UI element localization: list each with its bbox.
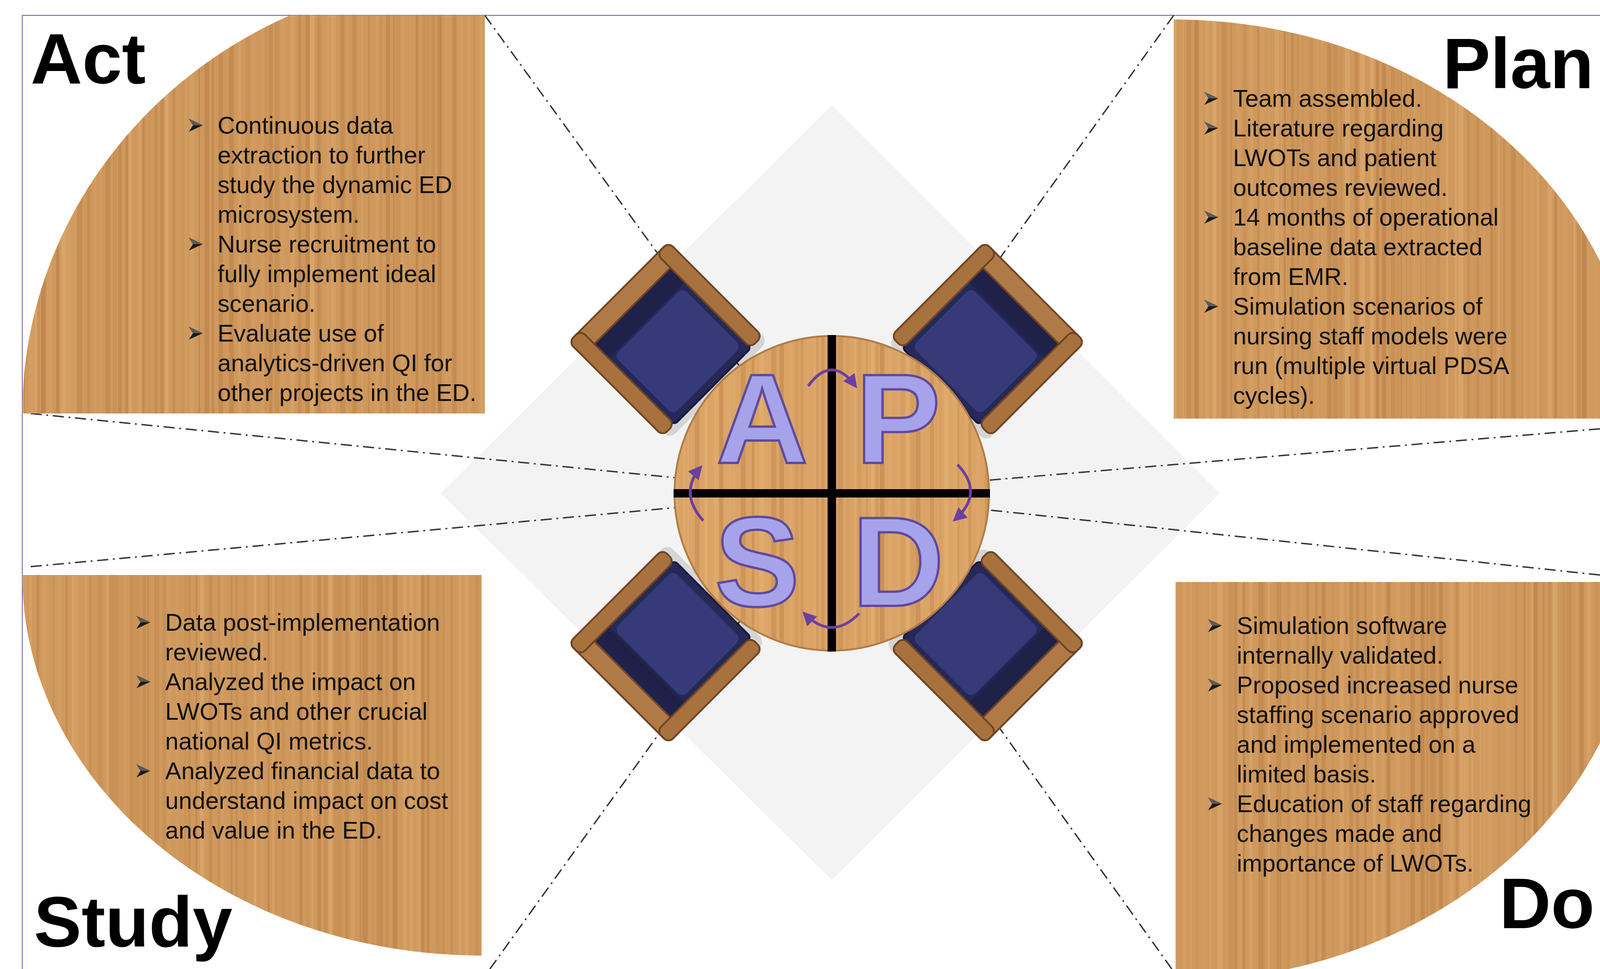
cycle-arrow [804,613,860,628]
bullet-item: Team assembled. [1233,83,1521,114]
bullet-text: Team assembled. [1233,83,1521,114]
bullet-item: Simulation scenarios of nursing staff mo… [1233,291,1521,411]
heading-slot: Study [33,886,233,958]
bullet-list: Continuous data extraction to further st… [217,110,480,408]
bullet-arrow [136,674,151,688]
bullet-item: 14 months of operational baseline data e… [1233,202,1521,292]
bullet-text: Education of staff regarding changes mad… [1236,788,1536,878]
phase-heading: Act [30,23,146,95]
letter-slot: S [714,497,800,626]
bullet-arrow [1204,210,1219,224]
phase-letter: D [852,497,945,626]
wood-shape [1173,19,1600,419]
bullet-arrow [136,615,151,629]
centre-diamond [440,105,1220,880]
heading-slot: Plan [1442,27,1594,100]
bullet-item: Education of staff regarding changes mad… [1236,788,1536,878]
pdsa-table: APSD [673,334,990,652]
bullet-arrow [188,326,203,340]
bullet-arrow [188,237,203,251]
dash-dot-dividers [30,15,1600,969]
heading-slot: Act [30,23,146,95]
bullet-text: Data post-implementation reviewed. [165,607,453,667]
bullet-text: Continuous data extraction to further st… [217,110,480,230]
study-panel: StudyData post-implementation reviewed.A… [22,574,482,969]
bullet-item: Data post-implementation reviewed. [165,607,453,667]
bullet-arrow [1208,678,1222,692]
bullet-list: Team assembled.Literature regarding LWOT… [1233,83,1521,411]
bullet-item: Analyzed the impact on LWOTs and other c… [165,666,453,756]
wood-shape [22,15,485,414]
bullet-arrow [1204,121,1219,135]
frame-border [22,15,1600,969]
phase-letter: S [714,497,800,626]
bullet-arrow [1204,91,1219,105]
bullet-text: Simulation scenarios of nursing staff mo… [1233,291,1521,411]
bullet-text: Nurse recruitment to fully implement ide… [217,229,480,319]
phase-letter: P [855,354,941,483]
phase-letter: A [716,354,809,483]
cycle-arrow [954,464,971,520]
bullet-arrow [136,764,151,778]
bullet-item: Simulation software internally validated… [1236,610,1536,670]
bullet-arrow [1204,299,1219,313]
bullet-list: Simulation software internally validated… [1236,610,1536,878]
letter-slot: D [852,497,945,626]
bullet-text: 14 months of operational baseline data e… [1233,202,1521,292]
bullet-text: Proposed increased nurse staffing scenar… [1236,669,1536,789]
plan-panel: PlanTeam assembled.Literature regarding … [1173,15,1600,419]
cycle-arrow [690,467,704,521]
phase-heading: Plan [1442,27,1594,100]
bullet-arrow [1208,796,1222,810]
do-panel: Do Simulation software internally validat… [1175,581,1600,969]
bullet-text: Analyzed the impact on LWOTs and other c… [165,666,453,756]
bullet-item: Evaluate use of analytics-driven QI for … [217,318,480,408]
letter-slot: A [716,354,809,483]
cycle-arrow [808,369,856,386]
heading-slot: Do [1499,867,1595,939]
bullet-text: Evaluate use of analytics-driven QI for … [217,318,480,408]
bullet-text: Analyzed financial data to understand im… [165,755,453,845]
wood-shape [1175,581,1600,969]
letter-slot: P [855,354,941,483]
phase-heading: Do [1499,867,1595,939]
bullet-item: Nurse recruitment to fully implement ide… [217,229,480,319]
bullet-list: Data post-implementation reviewed.Analyz… [165,607,453,845]
bullet-text: Literature regarding LWOTs and patient o… [1233,113,1521,203]
act-panel: ActContinuous data extraction to further… [22,15,485,414]
bullet-item: Proposed increased nurse staffing scenar… [1236,669,1536,789]
cross-line [673,488,990,498]
bullet-item: Continuous data extraction to further st… [217,110,480,230]
chairs [568,241,1086,744]
bullet-text: Simulation software internally validated… [1236,610,1536,670]
bullet-item: Literature regarding LWOTs and patient o… [1233,113,1521,203]
bullet-arrow [188,118,203,132]
phase-heading: Study [33,886,233,958]
bullet-arrow [1208,618,1222,632]
bullet-item: Analyzed financial data to understand im… [165,755,453,845]
